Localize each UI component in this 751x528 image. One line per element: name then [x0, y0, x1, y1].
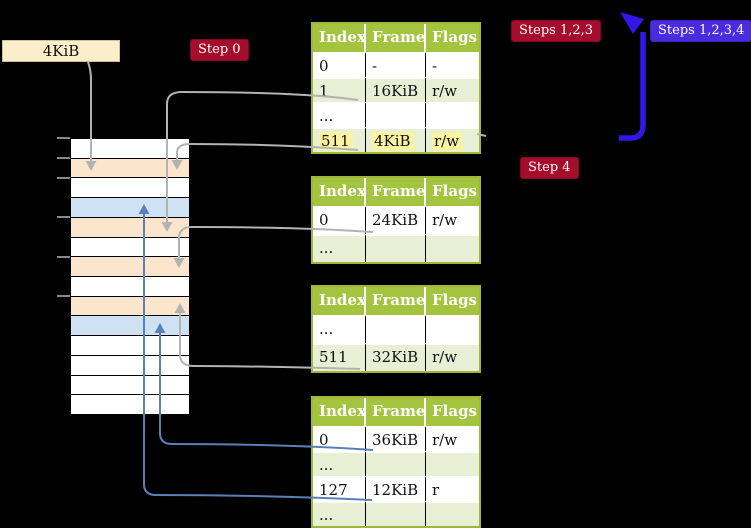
badge-steps-1-2-3: Steps 1,2,3	[511, 20, 602, 42]
column-header: Frame	[366, 178, 426, 206]
memory-row-0	[71, 139, 189, 159]
memory-row-12	[71, 375, 189, 396]
column-header: Index	[313, 287, 366, 315]
column-header: Index	[313, 178, 366, 206]
memory-row-5	[71, 237, 189, 258]
cell-index: ...	[313, 451, 366, 476]
tick-mark	[57, 157, 70, 159]
column-header: Frame	[366, 398, 426, 426]
badge-step-4: Step 4	[520, 157, 579, 179]
recursive-loop-arrowhead	[620, 12, 644, 34]
cell-flags: r	[426, 476, 479, 501]
cell-frame	[366, 234, 426, 262]
memory-row-6	[71, 257, 189, 278]
memory-row-1	[71, 158, 189, 179]
column-header: Flags	[426, 178, 479, 206]
cell-flags: r/w	[426, 77, 479, 102]
cell-flags	[426, 501, 479, 526]
tick-mark	[57, 177, 70, 179]
cell-frame	[366, 501, 426, 526]
highlight: r/w	[432, 132, 463, 151]
cell-index: ...	[313, 501, 366, 526]
recursive-loop-arrow	[619, 32, 646, 141]
cell-flags: r/w	[426, 426, 479, 451]
column-header: Index	[313, 398, 366, 426]
memory-row-8	[71, 296, 189, 317]
badge-step-0: Step 0	[190, 39, 249, 61]
memory-row-11	[71, 355, 189, 376]
memory-row-4	[71, 217, 189, 238]
tick-mark	[57, 256, 70, 258]
column-header: Flags	[426, 24, 479, 52]
cell-frame: 36KiB	[366, 426, 426, 451]
cell-index: ...	[313, 102, 366, 127]
cell-frame-highlighted: 4KiB	[366, 127, 426, 152]
column-header: Frame	[366, 24, 426, 52]
physical-memory-strip	[70, 138, 190, 415]
cell-flags: -	[426, 52, 479, 77]
badge-steps-1-2-3-4: Steps 1,2,3,4	[650, 20, 751, 42]
cell-index: 0	[313, 52, 366, 77]
column-header: Flags	[426, 287, 479, 315]
cell-flags	[426, 102, 479, 127]
highlight: 4KiB	[372, 132, 414, 151]
cell-flags-highlighted: r/w	[426, 127, 479, 152]
column-header: Flags	[426, 398, 479, 426]
memory-row-9	[71, 316, 189, 337]
cell-index-highlighted: 511	[313, 127, 366, 152]
page-table-4: Index Frame Flags 0 36KiB r/w ... 127 12…	[311, 396, 481, 528]
page-table-2: Index Frame Flags 0 24KiB r/w ...	[311, 176, 481, 264]
cell-frame	[366, 451, 426, 476]
cell-frame: 12KiB	[366, 476, 426, 501]
memory-row-13	[71, 395, 189, 415]
cell-index: 1	[313, 77, 366, 102]
cell-index: ...	[313, 315, 366, 343]
memory-row-7	[71, 277, 189, 297]
tick-mark	[57, 216, 70, 218]
tick-mark	[57, 295, 70, 297]
cell-frame: 24KiB	[366, 206, 426, 234]
page-table-1: Index Frame Flags 0 - - 1 16KiB r/w ... …	[311, 22, 481, 154]
page-table-3: Index Frame Flags ... 511 32KiB r/w	[311, 285, 481, 373]
cell-index: 0	[313, 206, 366, 234]
memory-row-10	[71, 336, 189, 356]
cell-flags	[426, 451, 479, 476]
memory-row-3	[71, 198, 189, 218]
tick-mark	[57, 137, 70, 139]
cell-flags: r/w	[426, 343, 479, 371]
cell-flags: r/w	[426, 206, 479, 234]
cell-frame: 32KiB	[366, 343, 426, 371]
cell-index: 511	[313, 343, 366, 371]
cell-index: ...	[313, 234, 366, 262]
cell-frame: -	[366, 52, 426, 77]
cell-flags	[426, 234, 479, 262]
column-header: Index	[313, 24, 366, 52]
memory-row-2	[71, 178, 189, 199]
cell-frame	[366, 315, 426, 343]
cell-index: 127	[313, 476, 366, 501]
cell-index: 0	[313, 426, 366, 451]
page-size-label: 4KiB	[2, 40, 120, 62]
highlight: 511	[319, 132, 353, 151]
cell-frame	[366, 102, 426, 127]
column-header: Frame	[366, 287, 426, 315]
cell-frame: 16KiB	[366, 77, 426, 102]
cell-flags	[426, 315, 479, 343]
